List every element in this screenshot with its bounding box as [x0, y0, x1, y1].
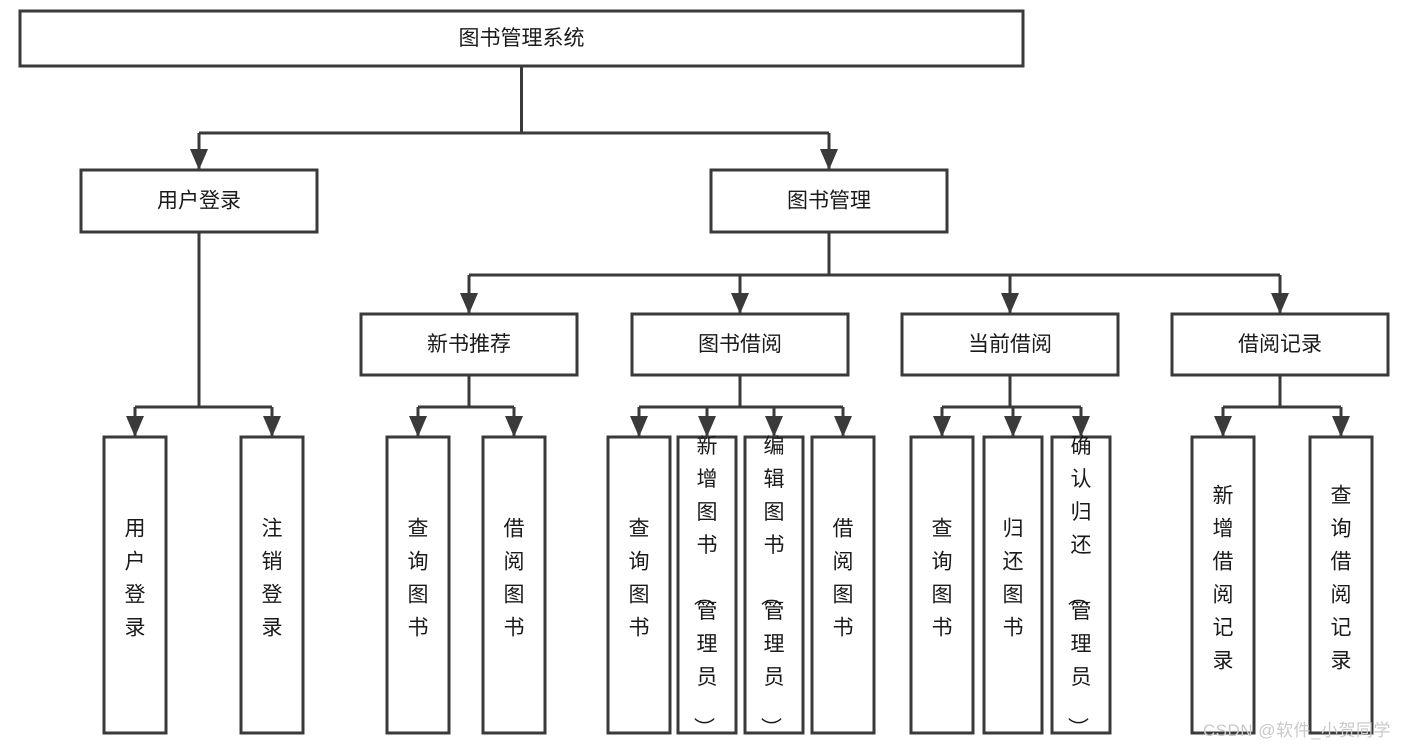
node-借阅图书-leaf[interactable]: 借阅图书 [481, 435, 547, 735]
node-rect [1308, 435, 1374, 735]
node-label: 借阅记录 [1238, 333, 1322, 356]
node-label: 注销登录 [262, 518, 283, 640]
node-label: 编辑图书（管理员） [759, 435, 785, 738]
arrow-head [765, 416, 783, 437]
node-label: 当前借阅 [968, 333, 1052, 356]
node-label: 查询图书 [629, 518, 650, 640]
node-用户登录-l1[interactable]: 用户登录 [79, 168, 319, 234]
node-注销登录-leaf[interactable]: 注销登录 [239, 435, 305, 735]
node-图书借阅-l2[interactable]: 图书借阅 [630, 312, 850, 377]
node-rect [481, 435, 547, 735]
node-label: 新增图书（管理员） [692, 435, 718, 738]
arrow-head [1214, 416, 1232, 437]
node-借阅图书-leaf[interactable]: 借阅图书 [810, 435, 876, 735]
node-用户登录-leaf[interactable]: 用户登录 [102, 435, 168, 735]
arrow-head [820, 149, 838, 170]
node-rect [102, 435, 168, 735]
node-rect [239, 435, 305, 735]
arrow-head [1271, 293, 1289, 314]
node-label: 借阅图书 [504, 518, 525, 640]
arrow-head [126, 416, 144, 437]
arrow-head [834, 416, 852, 437]
node-label: 用户登录 [157, 190, 241, 213]
arrow-head [190, 149, 208, 170]
connector-layer [126, 66, 1350, 437]
node-归还图书-leaf[interactable]: 归还图书 [982, 435, 1044, 735]
node-rect [385, 435, 451, 735]
node-label: 查询图书 [932, 518, 953, 640]
node-借阅记录-l2[interactable]: 借阅记录 [1170, 312, 1390, 377]
node-label: 新书推荐 [427, 333, 511, 356]
node-查询借阅记录-leaf[interactable]: 查询借阅记录 [1308, 435, 1374, 735]
arrow-head [933, 416, 951, 437]
node-图书管理-l1[interactable]: 图书管理 [709, 168, 949, 234]
csdn-watermark: CSDN @软件_小贺同学 [1202, 721, 1391, 740]
node-新增图书管理员-leaf[interactable]: 新增图书（管理员） [676, 435, 738, 738]
node-rect [79, 168, 319, 234]
node-label: 确认归还（管理员） [1066, 435, 1092, 738]
arrow-head [698, 416, 716, 437]
node-查询图书-leaf[interactable]: 查询图书 [606, 435, 672, 735]
node-查询图书-leaf[interactable]: 查询图书 [385, 435, 451, 735]
node-label: 借阅图书 [833, 518, 854, 640]
arrow-head [1072, 416, 1090, 437]
arrow-head [505, 416, 523, 437]
node-rect [676, 435, 738, 735]
node-rect [743, 435, 805, 735]
node-label: 新增借阅记录 [1213, 485, 1234, 673]
node-rect [982, 435, 1044, 735]
node-rect [359, 312, 579, 377]
node-图书管理系统-root[interactable]: 图书管理系统 [18, 9, 1025, 68]
arrow-head [731, 293, 749, 314]
arrow-head [409, 416, 427, 437]
node-rect [18, 9, 1025, 68]
node-label: 查询图书 [408, 518, 429, 640]
node-rect [909, 435, 975, 735]
arrow-head [263, 416, 281, 437]
node-rect [1190, 435, 1256, 735]
arrow-head [1001, 293, 1019, 314]
node-rect [630, 312, 850, 377]
node-label: 用户登录 [125, 518, 146, 640]
node-rect [1170, 312, 1390, 377]
node-label: 图书借阅 [698, 333, 782, 356]
node-当前借阅-l2[interactable]: 当前借阅 [900, 312, 1120, 377]
node-rect [900, 312, 1120, 377]
node-新书推荐-l2[interactable]: 新书推荐 [359, 312, 579, 377]
arrow-head [1332, 416, 1350, 437]
arrow-head [630, 416, 648, 437]
node-label: 查询借阅记录 [1331, 485, 1352, 673]
node-确认归还管理员-leaf[interactable]: 确认归还（管理员） [1050, 435, 1112, 738]
node-layer: 图书管理系统用户登录图书管理新书推荐图书借阅当前借阅借阅记录用户登录注销登录查询… [18, 9, 1390, 738]
arrow-head [460, 293, 478, 314]
node-查询图书-leaf[interactable]: 查询图书 [909, 435, 975, 735]
node-rect [709, 168, 949, 234]
node-rect [810, 435, 876, 735]
node-rect [1050, 435, 1112, 735]
node-新增借阅记录-leaf[interactable]: 新增借阅记录 [1190, 435, 1256, 735]
arrow-head [1004, 416, 1022, 437]
node-label: 图书管理系统 [459, 27, 585, 50]
node-rect [606, 435, 672, 735]
node-label: 图书管理 [787, 190, 871, 213]
node-编辑图书管理员-leaf[interactable]: 编辑图书（管理员） [743, 435, 805, 738]
node-label: 归还图书 [1003, 518, 1024, 640]
